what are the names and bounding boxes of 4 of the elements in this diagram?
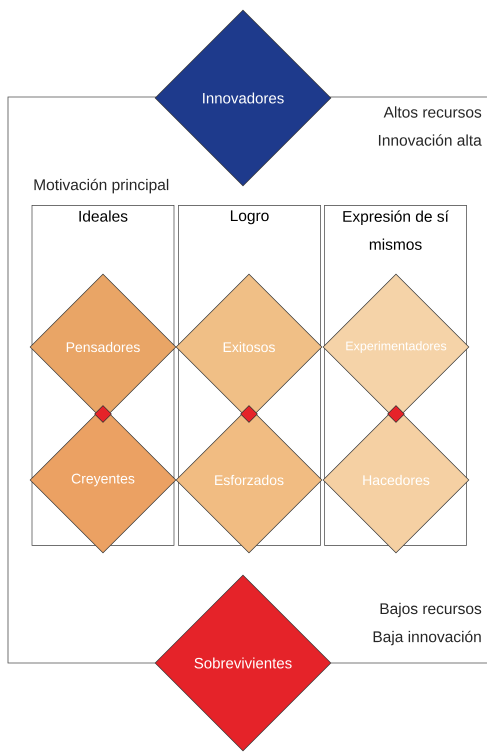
side-label: Baja innovación <box>374 630 481 646</box>
side-label: Innovación alta <box>378 134 482 146</box>
side-label: Altos recursos <box>384 106 482 118</box>
side-label: Bajos recursos <box>380 602 482 618</box>
